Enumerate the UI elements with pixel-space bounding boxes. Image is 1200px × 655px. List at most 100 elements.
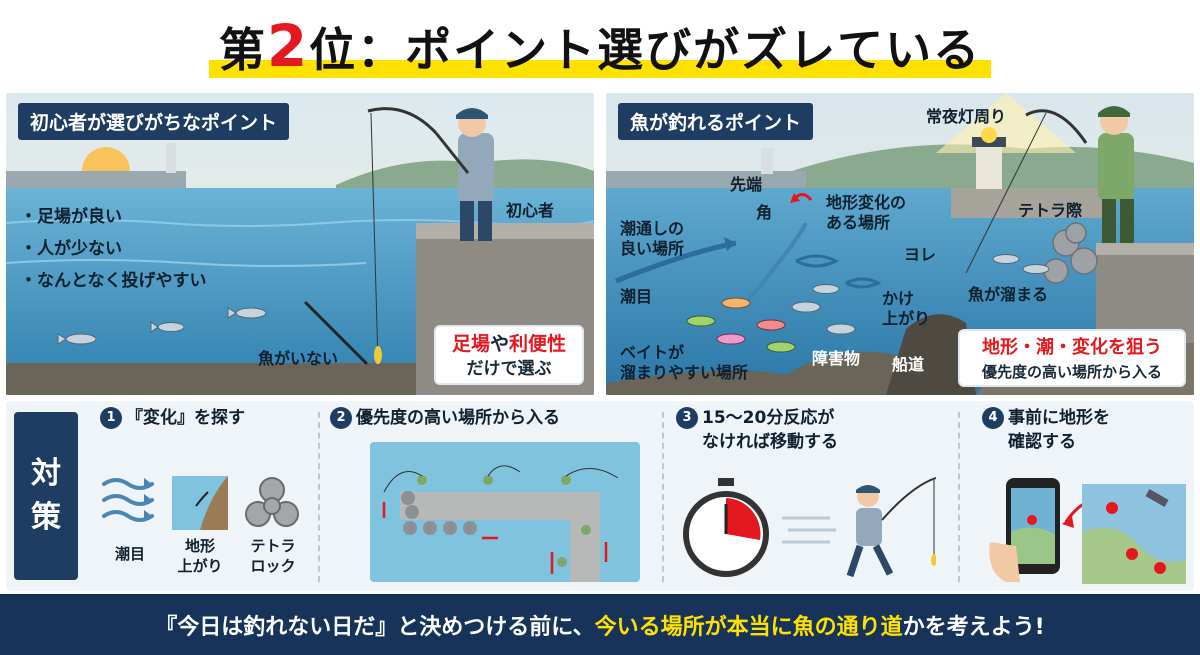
note-keyword-convenience: 利便性 (509, 333, 567, 355)
fishing-point-note-line1: 地形・潮・変化を狙う (982, 337, 1162, 358)
countermeasure-title-line2: なければ移動する (702, 432, 838, 452)
title-rank: 2 (266, 12, 310, 80)
current-line1: 潮通しの (620, 219, 685, 238)
current-label: 潮通しの 良い場所 (620, 219, 684, 259)
terrain-change-line2: ある場所 (826, 213, 891, 232)
page-title: 第2位：ポイント選びがズレている (208, 12, 992, 80)
countermeasure-title-text: 15〜20分反応が なければ移動する (702, 406, 838, 454)
tetrapod-row-icon (401, 491, 477, 535)
change-label-tetra: テトラ ロック (250, 537, 296, 575)
terrain-change-line1: 地形変化の (826, 193, 907, 212)
countermeasure-title-line1: 15〜20分反応が (702, 408, 835, 428)
lure-icon (374, 346, 382, 364)
slope-terrain-icon (172, 476, 228, 530)
note-particle: や (489, 333, 509, 355)
obstacle-rock (886, 314, 976, 395)
beginner-reasons-list: ・足場が良い ・人が少ない ・なんとなく投げやすい (20, 201, 207, 297)
smartphone-map-icon (989, 478, 1060, 582)
banner-part1: 『今日は釣れない日だ』と決めつける前に、 (155, 614, 595, 640)
yore-label: ヨレ (904, 245, 937, 264)
angler-markers (417, 475, 591, 567)
column-divider (662, 412, 664, 582)
countermeasure-heading-char1: 対 (31, 456, 61, 491)
night-light-icon (976, 145, 1002, 189)
step-number-badge: 1 (100, 407, 122, 429)
channel-label: 船道 (892, 355, 925, 374)
stopwatch-icon (683, 478, 769, 577)
countermeasure-title-text: 優先度の高い場所から入る (356, 408, 560, 428)
column-divider (958, 412, 960, 582)
no-fish-label: 魚がいない (258, 349, 339, 368)
countermeasure-title: 1 『変化』を探す (100, 406, 310, 430)
current-wave-icon (102, 478, 154, 522)
countermeasure-title-text: 事前に地形を 確認する (1008, 406, 1110, 454)
bait-spot-label: ベイトが 溜まりやすい場所 (620, 343, 748, 383)
night-light-label: 常夜灯周り (926, 107, 1007, 126)
countermeasure-item-move: 3 15〜20分反応が なければ移動する (676, 406, 946, 586)
tetrapod-cluster-icon (1043, 222, 1098, 284)
countermeasure-title-line2: 確認する (1008, 432, 1076, 452)
beginner-reason-item: ・人が少ない (20, 239, 122, 259)
beginner-reason-item: ・なんとなく投げやすい (20, 271, 207, 291)
running-angler-figure (846, 477, 936, 578)
countermeasure-heading: 対 策 (14, 412, 78, 580)
motion-lines (782, 516, 836, 544)
step-number-badge: 3 (676, 407, 698, 429)
bait-fish-school-icons (686, 254, 1050, 353)
fishing-point-tag: 魚が釣れるポイント (618, 103, 814, 140)
small-fish-icons (57, 307, 267, 345)
countermeasure-item-find-change: 1 『変化』を探す 潮目 地形 上がり テトラ ロック (100, 406, 310, 586)
terrain-change-label: 地形変化の ある場所 (826, 193, 906, 233)
banner-part3: かを考えよう! (902, 614, 1045, 640)
step-number-badge: 2 (330, 407, 352, 429)
satellite-map-icon (1082, 484, 1186, 584)
beginner-note-box: 足場や利便性 だけで選ぶ (434, 325, 584, 385)
countermeasure-title: 3 15〜20分反応が なければ移動する (676, 406, 946, 454)
bottom-message-banner: 『今日は釣れない日だ』と決めつける前に、今いる場所が本当に魚の通り道かを考えよう… (0, 594, 1200, 655)
column-divider (318, 412, 320, 582)
countermeasure-title: 2 優先度の高い場所から入る (330, 406, 650, 430)
kakeagari-line2: 上がり (882, 309, 931, 328)
priority-arrows (382, 502, 608, 574)
note-line2: だけで選ぶ (466, 359, 552, 379)
title-suffix: 位：ポイント選びがズレている (309, 23, 982, 77)
bait-spot-line2: 溜まりやすい場所 (620, 363, 749, 382)
shiome-label: 潮目 (620, 287, 653, 306)
beginner-label: 初心者 (506, 201, 555, 220)
change-label-slope: 地形 上がり (177, 537, 223, 575)
beginner-point-panel: 初心者が選びがちなポイント ・足場が良い ・人が少ない ・なんとなく投げやすい … (6, 93, 594, 395)
corner-label: 角 (756, 203, 773, 222)
title-area: 第2位：ポイント選びがズレている (0, 0, 1200, 92)
priority-map-illustration (370, 442, 640, 582)
kakeagari-line1: かけ (882, 289, 915, 308)
beginner-angler-figure (367, 107, 494, 241)
fishing-point-note-box: 地形・潮・変化を狙う 優先度の高い場所から入る (958, 329, 1186, 387)
lighthouse-icon (166, 143, 176, 173)
beginner-point-tag: 初心者が選びがちなポイント (18, 103, 290, 140)
bait-spot-line1: ベイトが (620, 343, 685, 362)
yore-swirl-icon (795, 254, 840, 268)
move-illustration (683, 477, 936, 578)
tetrapod-icon (245, 477, 299, 527)
countermeasure-item-priority: 2 優先度の高い場所から入る (330, 406, 650, 586)
fishing-point-panel: 魚が釣れるポイント 常夜灯周り 先端 角 地形変化の ある場所 テトラ際 潮通し… (606, 93, 1194, 395)
fishing-point-note-line2: 優先度の高い場所から入る (981, 363, 1162, 381)
change-icons (102, 476, 299, 530)
countermeasure-heading-char2: 策 (31, 500, 61, 535)
tip-label: 先端 (730, 175, 763, 194)
title-prefix: 第 (218, 23, 267, 77)
note-keyword-footing: 足場 (451, 333, 490, 355)
pier-map-shape (400, 492, 600, 582)
countermeasure-title-text: 『変化』を探す (126, 408, 245, 428)
tetra-edge-label: テトラ際 (1018, 201, 1083, 220)
current-line2: 良い場所 (620, 239, 685, 258)
expert-angler-figure (1025, 106, 1134, 243)
countermeasure-title: 4 事前に地形を 確認する (982, 406, 1188, 454)
countermeasure-item-check-terrain: 4 事前に地形を 確認する (982, 406, 1188, 586)
kakeagari-label: かけ 上がり (882, 289, 930, 329)
fish-gather-label: 魚が溜まる (968, 285, 1049, 304)
change-label-shiome: 潮目 (114, 545, 145, 563)
countermeasure-title-line1: 事前に地形を (1008, 408, 1110, 428)
banner-highlight: 今いる場所が本当に魚の通り道 (594, 614, 903, 640)
beginner-reason-item: ・足場が良い (20, 207, 122, 227)
